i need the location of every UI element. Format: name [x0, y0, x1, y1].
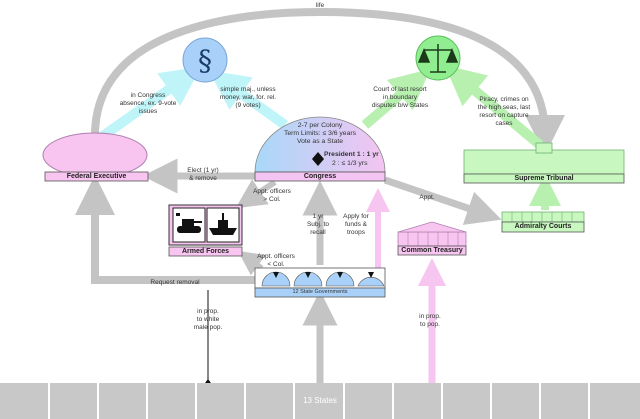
state-cell[interactable] [345, 383, 394, 419]
federal-executive-bar [44, 171, 149, 182]
prop-pop-label: in prop. to pop. [419, 313, 441, 328]
state-cell[interactable] [0, 383, 50, 419]
admiralty-courts-building[interactable] [501, 211, 585, 233]
treasury-building[interactable] [397, 221, 467, 256]
congress-to-justice-arrow [361, 68, 431, 129]
life-arc [91, 7, 565, 155]
appt-officers-lower-label: Appt. officers < Col. [257, 253, 295, 268]
appt-label: Appt. [419, 194, 435, 201]
state-cell[interactable] [197, 383, 246, 419]
court-last-resort-label: Court of last resort in boundary dispute… [371, 86, 429, 109]
state-cell[interactable] [443, 383, 492, 419]
state-cell[interactable] [541, 383, 590, 419]
congress-bar [254, 171, 386, 182]
scales-icon [417, 44, 459, 73]
exec-to-law-arrow [97, 66, 202, 143]
federal-executive-ellipse[interactable] [42, 132, 148, 178]
tank-icon [176, 213, 202, 233]
appt-officers-label: Appt. officers > Col. [253, 188, 291, 203]
states-bar[interactable] [0, 383, 640, 419]
state-governments-label: 12 State Governments [292, 289, 348, 295]
armed-forces-box[interactable] [168, 204, 243, 257]
simple-maj-label: simple maj., unless money, war, for. rel… [219, 86, 277, 109]
president-line-2: 2 : ≤ 1/3 yrs [332, 160, 368, 167]
state-cell[interactable] [394, 383, 443, 419]
request-removal-label: Request removal [150, 279, 200, 286]
congress-details: 2-7 per Colony Term Limits: ≤ 3/6 years … [283, 122, 357, 145]
elect-label: Elect (1 yr) & remove [187, 167, 219, 182]
state-cell[interactable] [246, 383, 295, 419]
admiralty-courts-label: Admiralty Courts [514, 223, 572, 230]
request-removal-arrow [75, 175, 255, 284]
state-cell[interactable] [590, 383, 640, 419]
armed-forces-label: Armed Forces [181, 248, 230, 255]
section-sign-icon: § [198, 44, 212, 77]
supreme-tribunal-label: Supreme Tribunal [514, 175, 574, 182]
state-cell[interactable] [148, 383, 197, 419]
state-cell[interactable] [295, 383, 345, 419]
president-line-1: President 1 : 1 yr [324, 151, 379, 158]
state-governments-panel[interactable] [254, 267, 386, 298]
piracy-label: Piracy, crimes on the high seas, last re… [477, 96, 531, 127]
state-cell[interactable] [492, 383, 541, 419]
common-treasury-label: Common Treasury [401, 247, 463, 254]
state-gov-to-armed-arrow [237, 250, 266, 276]
apply-funds-label: Apply for funds & troops [343, 213, 369, 236]
one-yr-recall-label: 1 yr Subj. to recall [306, 213, 330, 236]
white-male-pop-label: in prop. to white male pop. [193, 308, 223, 331]
congress-dome[interactable] [254, 116, 386, 173]
congress-to-armed-arrow [235, 179, 277, 209]
congress-to-law-arrow [208, 70, 288, 130]
states-label: 13 States [303, 396, 337, 405]
state-cell[interactable] [99, 383, 148, 419]
congress-label: Congress [303, 173, 337, 180]
supreme-tribunal-building[interactable] [463, 142, 625, 184]
tribunal-to-justice-arrow [444, 65, 544, 149]
law-circle [182, 37, 228, 83]
in-congress-label: in Congress absence, ex. 9-vote issues [119, 92, 177, 115]
life-label: life [315, 2, 325, 9]
president-diamond-icon [312, 152, 324, 166]
congress-to-admiralty-arrow [383, 176, 502, 225]
federal-executive-label: Federal Executive [66, 173, 127, 180]
state-cell[interactable] [50, 383, 99, 419]
warship-icon [209, 213, 237, 235]
